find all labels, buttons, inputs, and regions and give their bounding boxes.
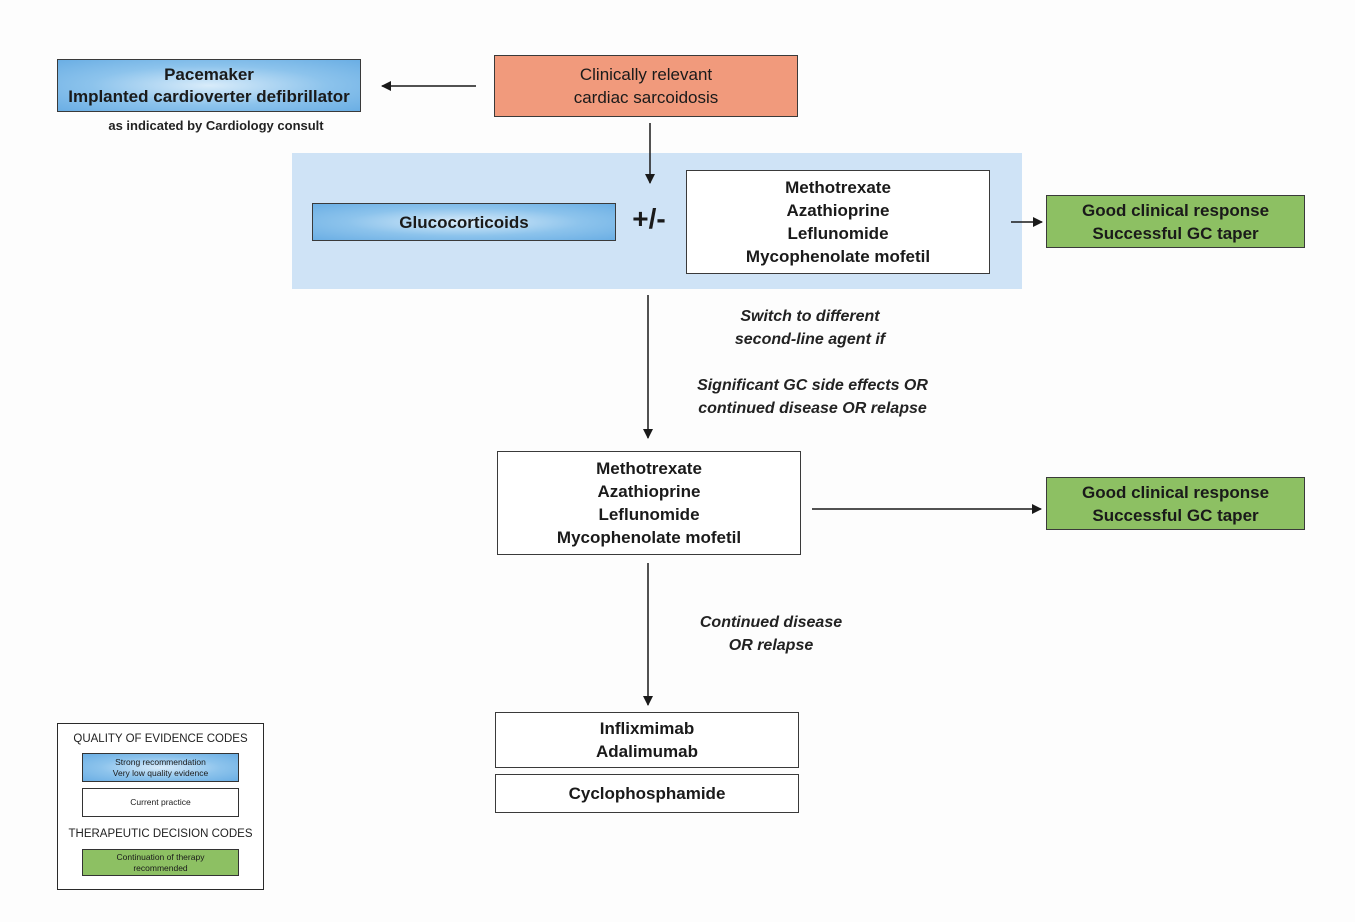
legend-continuation-line-1: Continuation of therapy <box>116 851 205 862</box>
legend-strong-line-1: Strong recommendation <box>115 756 206 767</box>
response-1-line-2: Successful GC taper <box>1092 223 1259 243</box>
legend-current-practice-swatch: Current practice <box>82 788 239 817</box>
legend-current-practice-label: Current practice <box>130 797 191 807</box>
agent-mycophenolate-2: Mycophenolate mofetil <box>556 528 742 547</box>
condition-note-line-2: continued disease OR relapse <box>698 400 927 417</box>
legend-continuation-line-2: recommended <box>133 862 188 873</box>
biologics-box: Inflixmimab Adalimumab <box>495 712 799 768</box>
cyclophosphamide-label: Cyclophosphamide <box>568 784 726 803</box>
start-box-cardiac-sarcoidosis: Clinically relevant cardiac sarcoidosis <box>494 55 798 117</box>
start-line-1: Clinically relevant <box>579 65 713 84</box>
agent-methotrexate-2: Methotrexate <box>596 459 702 478</box>
agent-azathioprine: Azathioprine <box>786 201 890 220</box>
response-2-line-2: Successful GC taper <box>1092 505 1259 525</box>
relapse-note-line-2: OR relapse <box>728 637 814 654</box>
biologic-adalimumab: Adalimumab <box>595 742 699 761</box>
good-response-box-1: Good clinical response Successful GC tap… <box>1046 195 1305 248</box>
good-response-box-2: Good clinical response Successful GC tap… <box>1046 477 1305 530</box>
glucocorticoids-label: Glucocorticoids <box>399 212 529 232</box>
biologic-infliximab: Inflixmimab <box>599 719 695 738</box>
switch-note-line-1: Switch to different <box>740 308 880 325</box>
plus-minus-symbol: +/- <box>632 203 666 234</box>
legend-decision-heading: THERAPEUTIC DECISION CODES <box>68 828 253 840</box>
agent-leflunomide-2: Leflunomide <box>598 505 700 524</box>
legend-quality-heading: QUALITY OF EVIDENCE CODES <box>73 733 248 745</box>
switch-condition-note: Significant GC side effects OR continued… <box>680 374 945 420</box>
condition-note-line-1: Significant GC side effects OR <box>697 377 928 394</box>
switch-note-line-2: second-line agent if <box>734 331 886 348</box>
agent-leflunomide: Leflunomide <box>787 224 889 243</box>
legend-strong-recommendation-swatch: Strong recommendation Very low quality e… <box>82 753 239 782</box>
glucocorticoids-box: Glucocorticoids <box>312 203 616 241</box>
pacemaker-note: as indicated by Cardiology consult <box>108 118 324 133</box>
relapse-note-line-1: Continued disease <box>699 614 843 631</box>
switch-agent-note: Switch to different second-line agent if <box>690 305 930 351</box>
pacemaker-line-2: Implanted cardioverter defibrillator <box>68 86 350 106</box>
agent-azathioprine-2: Azathioprine <box>597 482 701 501</box>
response-1-line-1: Good clinical response <box>1081 200 1270 220</box>
pacemaker-box: Pacemaker Implanted cardioverter defibri… <box>57 59 361 112</box>
start-line-2: cardiac sarcoidosis <box>573 88 719 107</box>
second-line-agents-box-1: Methotrexate Azathioprine Leflunomide My… <box>686 170 990 274</box>
legend: QUALITY OF EVIDENCE CODES Strong recomme… <box>57 723 264 890</box>
legend-strong-line-2: Very low quality evidence <box>112 767 209 778</box>
cyclophosphamide-box: Cyclophosphamide <box>495 774 799 813</box>
second-line-agents-box-2: Methotrexate Azathioprine Leflunomide My… <box>497 451 801 555</box>
agent-methotrexate: Methotrexate <box>785 178 891 197</box>
legend-continuation-swatch: Continuation of therapy recommended <box>82 849 239 876</box>
pacemaker-line-1: Pacemaker <box>164 64 254 84</box>
response-2-line-1: Good clinical response <box>1081 482 1270 502</box>
relapse-note: Continued disease OR relapse <box>676 611 866 657</box>
agent-mycophenolate: Mycophenolate mofetil <box>745 247 931 266</box>
